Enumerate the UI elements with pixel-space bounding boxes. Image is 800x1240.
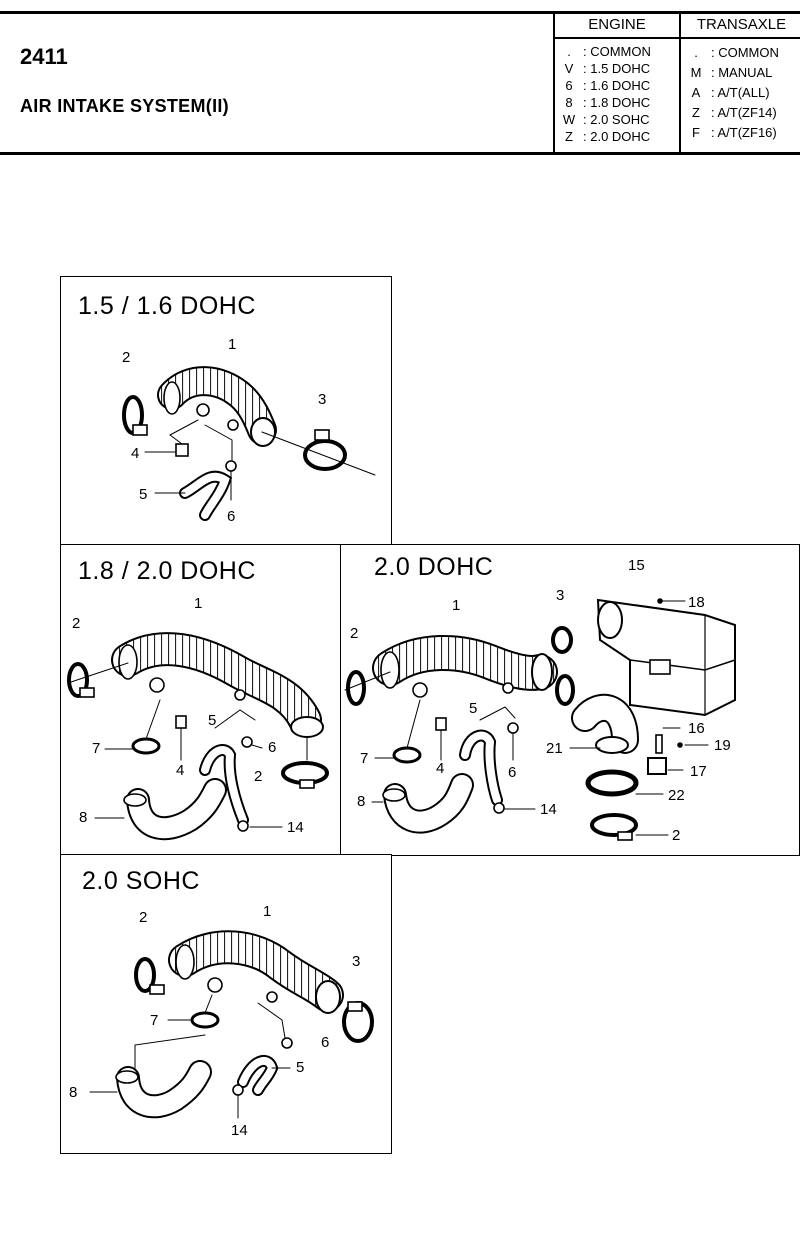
callout-p1: 4 — [131, 445, 139, 462]
callout-p3: 1 — [452, 597, 460, 614]
callout-p2: 8 — [79, 809, 87, 826]
page-title: AIR INTAKE SYSTEM(II) — [20, 96, 229, 116]
callout-p3: 19 — [714, 737, 731, 754]
callout-p4: 6 — [321, 1034, 329, 1051]
p4-clamp-left — [134, 957, 165, 995]
p2-clamp-7 — [104, 699, 161, 755]
p3-nipple — [435, 717, 447, 761]
p3-air-cleaner — [596, 598, 736, 717]
header-top-rule — [0, 11, 800, 14]
callout-p3: 21 — [546, 740, 563, 757]
p4-clamp-7 — [167, 994, 220, 1029]
panel-title: 2.0 SOHC — [82, 867, 200, 895]
p1-air-hose — [157, 366, 277, 447]
callout-p1: 3 — [318, 391, 326, 408]
page-code: 2411 — [20, 44, 68, 69]
p3-clamp-3 — [551, 626, 575, 706]
callout-p3: 3 — [556, 587, 564, 604]
p1-nipple — [144, 419, 199, 457]
callout-p2: 1 — [194, 595, 202, 612]
p4-small-hose — [232, 1002, 293, 1119]
callout-p1: 6 — [227, 508, 235, 525]
callout-p3: 14 — [540, 801, 557, 818]
engine-row: .: COMMON — [567, 44, 651, 59]
p1-small-hose — [154, 424, 237, 521]
panel-15-16-dohc — [60, 276, 392, 546]
callout-p1: 5 — [139, 486, 147, 503]
transaxle-row: M: MANUAL — [690, 65, 773, 80]
transaxle-column: TRANSAXLE .: COMMON M: MANUAL A: A/T(ALL… — [681, 13, 800, 153]
legend-table: ENGINE .: COMMON V: 1.5 DOHC 6: 1.6 DOHC… — [553, 13, 800, 153]
engine-column: ENGINE .: COMMON V: 1.5 DOHC 6: 1.6 DOHC… — [555, 13, 681, 153]
p4-clamp-3 — [342, 1001, 374, 1043]
callout-p4: 14 — [231, 1122, 248, 1139]
header-bottom-rule — [0, 152, 800, 155]
transaxle-row: Z: A/T(ZF14) — [692, 105, 777, 120]
callout-p4: 1 — [263, 903, 271, 920]
callout-p1: 1 — [228, 336, 236, 353]
transaxle-row: F: A/T(ZF16) — [692, 125, 777, 140]
callout-p2: 5 — [208, 712, 216, 729]
p3-resonator-21 — [569, 693, 639, 754]
callout-p3: 15 — [628, 557, 645, 574]
callout-p4: 8 — [69, 1084, 77, 1101]
engine-row: 8: 1.8 DOHC — [565, 95, 651, 110]
panel-20-sohc — [60, 854, 392, 1154]
callout-p2: 7 — [92, 740, 100, 757]
callout-p3: 8 — [357, 793, 365, 810]
callout-p4: 7 — [150, 1012, 158, 1029]
engine-row: W: 2.0 SOHC — [562, 112, 650, 127]
callout-p3: 2 — [350, 625, 358, 642]
panel-title: 1.5 / 1.6 DOHC — [78, 292, 256, 320]
p3-small-hose — [459, 706, 536, 814]
engine-heading: ENGINE — [555, 13, 679, 39]
p3-elbow-8 — [371, 773, 474, 834]
transaxle-row: .: COMMON — [694, 45, 779, 60]
transaxle-row: A: A/T(ALL) — [691, 85, 770, 100]
callout-p4: 5 — [296, 1059, 304, 1076]
p3-air-hose — [372, 634, 558, 698]
transaxle-heading: TRANSAXLE — [681, 13, 800, 39]
p3-clamp-left — [344, 670, 391, 706]
panel-title: 1.8 / 2.0 DOHC — [78, 557, 256, 585]
callout-p3: 5 — [469, 700, 477, 717]
p2-small-hose — [199, 709, 283, 832]
callout-p3: 17 — [690, 763, 707, 780]
callout-p1: 2 — [122, 349, 130, 366]
p3-clamp-22 — [585, 769, 664, 797]
callout-p4: 2 — [139, 909, 147, 926]
callout-p4: 3 — [352, 953, 360, 970]
p3-sensor-17 — [647, 727, 709, 775]
p4-air-hose — [168, 930, 344, 1014]
p2-air-hose — [111, 632, 324, 738]
engine-row: 6: 1.6 DOHC — [565, 78, 651, 93]
callout-p3: 16 — [688, 720, 705, 737]
p2-clamp-left — [67, 662, 129, 698]
callout-p3: 22 — [668, 787, 685, 804]
callout-p2: 2 — [72, 615, 80, 632]
p4-elbow-8 — [89, 1034, 212, 1119]
p2-elbow-8 — [94, 778, 227, 841]
callout-p2: 6 — [268, 739, 276, 756]
callout-p3: 2 — [672, 827, 680, 844]
panel-title: 2.0 DOHC — [374, 553, 494, 581]
p1-clamp-right — [261, 429, 376, 476]
callout-p2: 4 — [176, 762, 184, 779]
engine-row: V: 1.5 DOHC — [564, 61, 651, 76]
callout-p3: 7 — [360, 750, 368, 767]
p3-clamp-7 — [374, 699, 422, 764]
callout-p2: 14 — [287, 819, 304, 836]
p2-clamp-bottom — [281, 736, 329, 789]
p3-clamp-2b — [590, 813, 669, 841]
p2-nipple — [175, 715, 187, 761]
callout-p3: 18 — [688, 594, 705, 611]
callout-p3: 6 — [508, 764, 516, 781]
engine-row: Z: 2.0 DOHC — [565, 129, 651, 144]
callout-p3: 4 — [436, 760, 444, 777]
callout-p2: 2 — [254, 768, 262, 785]
p1-clamp-left — [122, 395, 148, 436]
